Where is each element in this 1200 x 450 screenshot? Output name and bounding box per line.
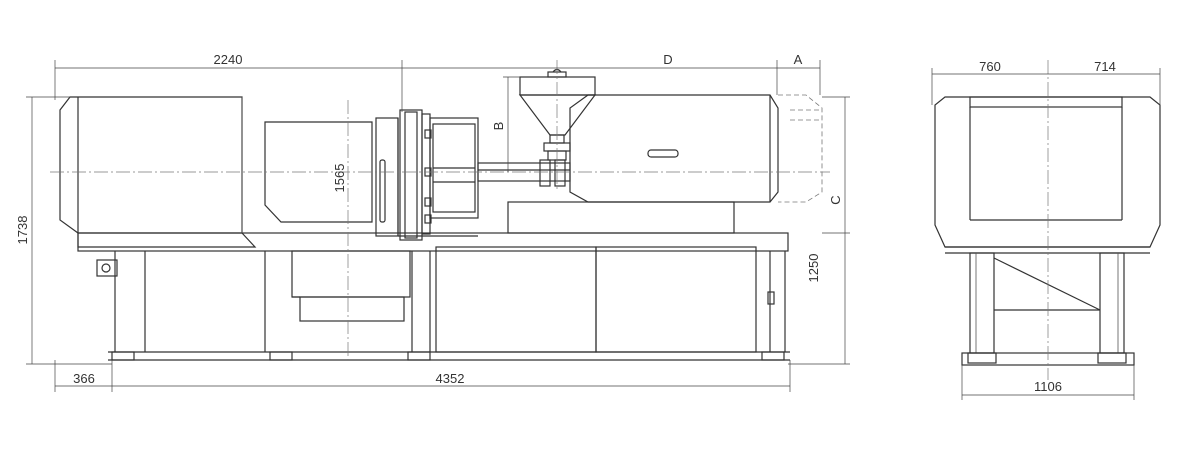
dim-366: 366 [73, 371, 95, 386]
dim-c: C [828, 195, 843, 204]
injection-carriage [507, 201, 735, 234]
dim-2240: 2240 [214, 52, 243, 67]
extended-outline [778, 94, 823, 203]
side-view: 760 714 1106 [931, 59, 1161, 400]
dim-4352: 4352 [436, 371, 465, 386]
dim-1250: 1250 [806, 254, 821, 283]
hopper [518, 68, 597, 161]
injection-cover [569, 94, 779, 203]
dim-760: 760 [979, 59, 1001, 74]
front-view: 2240 D A B 1738 1565 C 1250 366 4352 [15, 52, 850, 392]
safety-door [264, 117, 399, 237]
dim-d: D [663, 52, 672, 67]
dim-a: A [794, 52, 803, 67]
dim-714: 714 [1094, 59, 1116, 74]
dim-b: B [491, 122, 506, 131]
platen-assembly [398, 109, 479, 241]
clamp-housing [59, 96, 257, 248]
machine-base [77, 232, 790, 361]
cabinets [291, 246, 775, 353]
dim-1106: 1106 [1034, 379, 1062, 394]
injection-barrel [477, 159, 571, 187]
dim-1565: 1565 [332, 164, 347, 193]
front-dimensions [26, 60, 850, 392]
dim-1738: 1738 [15, 216, 30, 245]
lifting-bracket [96, 259, 118, 277]
